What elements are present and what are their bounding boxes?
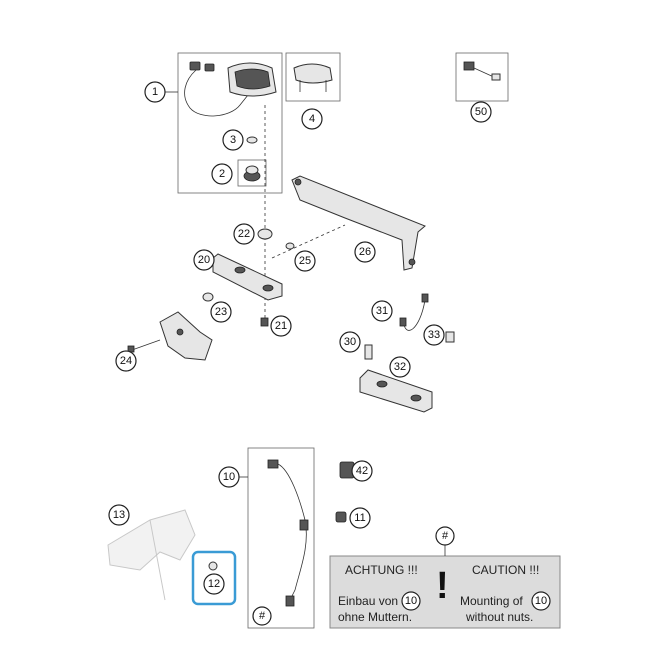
svg-text:25: 25 — [299, 255, 311, 267]
callout-11: 11 — [349, 507, 371, 529]
warning-mark: ! — [436, 565, 449, 607]
handlebar-clamp — [359, 369, 433, 413]
svg-text:4: 4 — [309, 113, 315, 125]
warning-en-line1: Mounting of — [460, 594, 523, 608]
instrument-cluster — [184, 61, 277, 117]
fork-guard-ghost — [107, 509, 196, 601]
callout-20: 20 — [193, 249, 215, 271]
callout-hash-note: # — [435, 526, 455, 546]
svg-text:21: 21 — [275, 320, 287, 332]
svg-text:24: 24 — [120, 355, 132, 367]
group-box-50 — [455, 52, 509, 102]
svg-text:11: 11 — [354, 512, 365, 524]
highlight-box — [191, 550, 237, 606]
nut — [260, 317, 269, 327]
washer — [246, 136, 258, 144]
callout-22: 22 — [233, 223, 255, 245]
bolt-kit — [463, 61, 501, 81]
svg-text:26: 26 — [359, 246, 371, 258]
bushing — [202, 292, 214, 302]
svg-text:33: 33 — [428, 329, 440, 341]
callout-3: 3 — [222, 129, 244, 151]
cover-plate — [293, 63, 333, 92]
callout-31: 31 — [371, 300, 393, 322]
svg-text:23: 23 — [215, 306, 227, 318]
clamp-plate — [212, 253, 283, 301]
svg-text:22: 22 — [238, 228, 250, 240]
callout-30: 30 — [339, 331, 361, 353]
warning-en-ref: 10 — [535, 595, 547, 607]
svg-text:42: 42 — [356, 465, 368, 477]
warning-title-de: ACHTUNG !!! — [345, 563, 418, 577]
callout-23: 23 — [210, 301, 232, 323]
svg-text:13: 13 — [113, 509, 125, 521]
callout-50: 50 — [470, 101, 492, 123]
svg-text:31: 31 — [376, 305, 388, 317]
brake-line — [267, 459, 309, 607]
callout-25: 25 — [294, 250, 316, 272]
group-box-4 — [285, 52, 341, 102]
callout-hash-bottom: # — [252, 606, 272, 626]
grommet — [257, 228, 273, 240]
warning-title-en: CAUTION !!! — [472, 563, 539, 577]
callout-2: 2 — [211, 163, 233, 185]
svg-text:#: # — [259, 610, 266, 622]
callout-42: 42 — [351, 460, 373, 482]
callout-21: 21 — [270, 315, 292, 337]
callout-13: 13 — [108, 504, 130, 526]
warning-panel — [329, 555, 561, 629]
svg-text:#: # — [442, 530, 449, 542]
group-box-1 — [177, 52, 283, 194]
mounting-bracket — [291, 175, 426, 271]
warning-de-line2: ohne Muttern. — [338, 610, 412, 624]
svg-text:1: 1 — [152, 86, 158, 98]
cap-12 — [208, 561, 218, 571]
callout-24: 24 — [115, 350, 137, 372]
sensor-cable — [399, 293, 429, 331]
group-box-10 — [247, 447, 315, 629]
bolt-30 — [364, 344, 373, 360]
warning-en-line2: without nuts. — [465, 610, 533, 624]
callout-26: 26 — [354, 241, 376, 263]
callout-12: 12 — [203, 573, 225, 595]
spacer — [285, 242, 295, 250]
svg-text:20: 20 — [198, 254, 210, 266]
callout-32: 32 — [389, 356, 411, 378]
svg-text:3: 3 — [230, 134, 236, 146]
svg-text:32: 32 — [394, 361, 406, 373]
warning-de-line1: Einbau von — [338, 594, 398, 608]
warning-de-ref: 10 — [405, 595, 417, 607]
side-bracket — [127, 311, 213, 361]
svg-text:2: 2 — [219, 168, 225, 180]
svg-text:50: 50 — [475, 106, 487, 118]
svg-text:30: 30 — [344, 336, 356, 348]
callout-1: 1 — [144, 81, 166, 103]
callout-33: 33 — [423, 324, 445, 346]
nut-11 — [335, 511, 347, 523]
callout-4: 4 — [301, 108, 323, 130]
svg-text:12: 12 — [208, 578, 220, 590]
callout-10: 10 — [218, 466, 240, 488]
svg-text:10: 10 — [223, 471, 235, 483]
speed-sensor — [237, 159, 267, 187]
bolt-33 — [445, 331, 455, 343]
